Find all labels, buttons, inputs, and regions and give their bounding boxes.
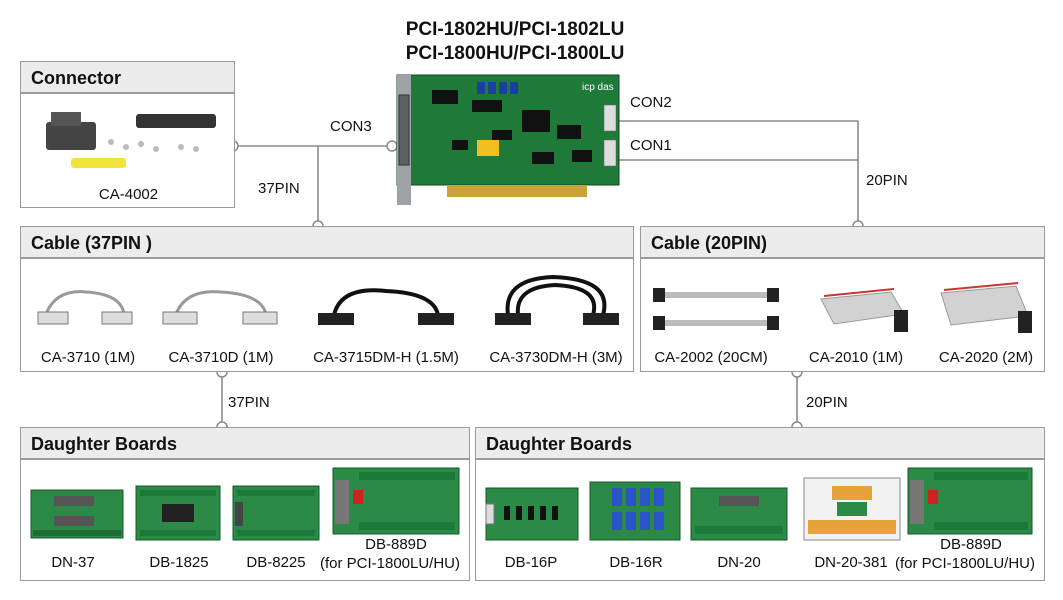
pin20-bottom-label: 20PIN xyxy=(806,394,848,411)
db-1825-image xyxy=(135,485,221,541)
ca-3715dm-h-image xyxy=(318,288,454,325)
dn-37-image xyxy=(30,489,124,539)
cable37-header: Cable (37PIN ) xyxy=(20,226,634,258)
daughter-left-item-2-label: DB-1825 xyxy=(149,554,209,571)
cable37-item-1-label: CA-3710 (1M) xyxy=(40,349,136,366)
connector-header: Connector xyxy=(20,61,235,93)
daughter-right-item-5-label: DB-889D xyxy=(940,536,1002,553)
ca-2010-image xyxy=(820,288,908,332)
db-889d-image-right xyxy=(907,467,1033,535)
daughter-left-item-1-label: DN-37 xyxy=(51,554,95,571)
cable20-item-1-label: CA-2002 (20CM) xyxy=(654,349,768,366)
product-title-line2: PCI-1800HU/PCI-1800LU xyxy=(405,43,625,64)
pci-board-image: icp das xyxy=(396,74,620,205)
db-8225-image xyxy=(232,485,320,541)
con2-label: CON2 xyxy=(630,94,672,111)
db-16p-image xyxy=(485,487,579,541)
pin37-top-label: 37PIN xyxy=(258,180,300,197)
con3-label: CON3 xyxy=(330,118,372,135)
cable20-item-2-label: CA-2010 (1M) xyxy=(808,349,904,366)
db-889d-image-left xyxy=(332,467,460,535)
cable20-item-3-label: CA-2020 (2M) xyxy=(938,349,1034,366)
con1-label: CON1 xyxy=(630,137,672,154)
daughter-right-item-2-label: DB-16R xyxy=(609,554,663,571)
dn-20-381-image xyxy=(803,477,901,541)
cable20-header: Cable (20PIN) xyxy=(640,226,1045,258)
cable37-item-3-label: CA-3715DM-H (1.5M) xyxy=(313,349,459,366)
daughter-right-item-4-label: DN-20-381 xyxy=(814,554,888,571)
daughter-right-item-5-sublabel: (for PCI-1800LU/HU) xyxy=(894,555,1036,572)
daughter-left-header: Daughter Boards xyxy=(20,427,470,459)
cable20-panel: CA-2002 (20CM) CA-2010 (1M) CA-2020 (2M) xyxy=(640,258,1045,372)
ca-3710d-image xyxy=(162,290,278,325)
board-logo-text: icp das xyxy=(582,82,614,93)
daughter-left-item-4-label: DB-889D xyxy=(365,536,427,553)
ca-2020-image xyxy=(940,282,1032,333)
daughter-left-item-3-label: DB-8225 xyxy=(246,554,306,571)
daughter-right-panel: DB-16P DB-16R DN-20 DN-20-381 DB-889D (f… xyxy=(475,459,1045,581)
connector-item-label: CA-4002 xyxy=(98,186,159,203)
ca-2002-image xyxy=(653,288,779,330)
connector-panel: CA-4002 xyxy=(20,93,235,208)
cable37-item-4-label: CA-3730DM-H (3M) xyxy=(489,349,623,366)
daughter-right-item-1-label: DB-16P xyxy=(504,554,558,571)
ca-4002-image xyxy=(46,112,216,168)
ca-3710-image xyxy=(37,290,133,325)
pin37-bottom-label: 37PIN xyxy=(228,394,270,411)
cable37-item-2-label: CA-3710D (1M) xyxy=(168,349,274,366)
dn-20-image xyxy=(690,487,788,541)
db-16r-image xyxy=(589,481,681,541)
pin20-top-label: 20PIN xyxy=(866,172,908,189)
daughter-right-item-3-label: DN-20 xyxy=(717,554,761,571)
ca-3730dm-h-image xyxy=(495,274,619,325)
daughter-right-header: Daughter Boards xyxy=(475,427,1045,459)
product-title-line1: PCI-1802HU/PCI-1802LU xyxy=(405,19,625,40)
cable37-panel: CA-3710 (1M) CA-3710D (1M) CA-3715DM-H (… xyxy=(20,258,634,372)
daughter-left-item-4-sublabel: (for PCI-1800LU/HU) xyxy=(319,555,461,572)
daughter-left-panel: DN-37 DB-1825 DB-8225 DB-889D (for PCI-1… xyxy=(20,459,470,581)
